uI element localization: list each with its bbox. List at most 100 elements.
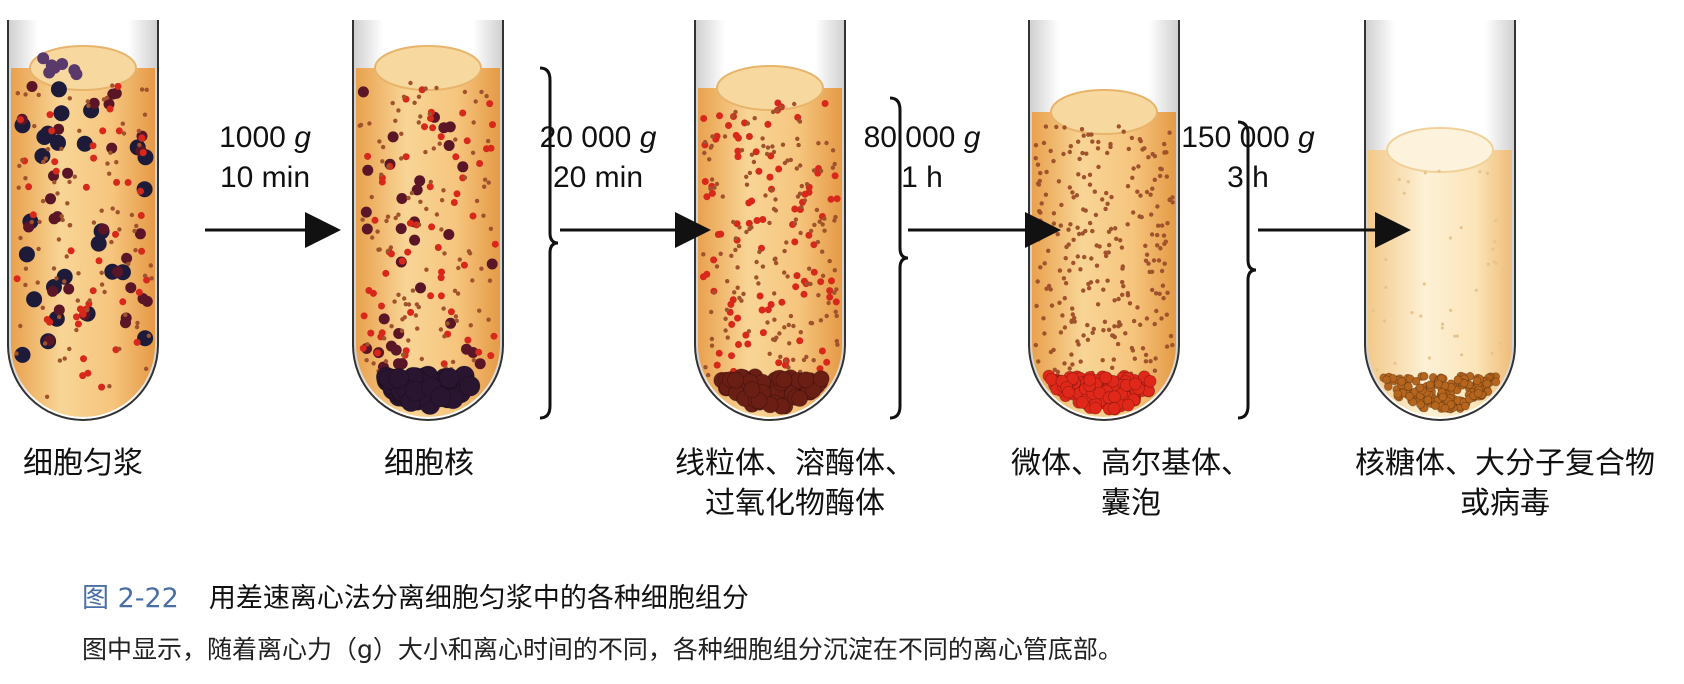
particle — [1035, 162, 1041, 167]
particle — [766, 173, 774, 181]
particle — [1071, 260, 1076, 266]
particle — [1051, 347, 1056, 353]
particle — [772, 291, 777, 296]
particle — [1152, 177, 1158, 182]
particle — [46, 111, 54, 119]
particle — [29, 211, 37, 219]
particle — [1493, 240, 1497, 244]
particle — [399, 328, 405, 333]
particle — [1095, 302, 1101, 307]
particle — [1070, 190, 1075, 195]
particle — [832, 218, 837, 223]
particle — [725, 279, 730, 284]
figure-number: 图 2-22 — [82, 583, 179, 614]
particle — [802, 198, 808, 203]
particle — [402, 296, 407, 301]
particle — [36, 129, 53, 145]
pellet-particle — [1382, 375, 1391, 385]
particle — [471, 120, 476, 125]
particle — [1132, 356, 1138, 361]
particle — [67, 223, 73, 228]
particle — [1067, 366, 1072, 371]
particle — [1121, 129, 1126, 134]
liquid-surface — [1386, 127, 1494, 173]
particle — [1039, 201, 1044, 206]
particle — [450, 199, 458, 206]
particle — [786, 365, 791, 370]
particle — [753, 217, 761, 224]
particle — [139, 87, 145, 92]
particle — [117, 346, 122, 352]
particle — [1125, 184, 1131, 189]
particle — [760, 136, 765, 141]
particle — [1147, 269, 1152, 275]
particle — [52, 180, 57, 185]
particle — [808, 281, 813, 287]
particle — [1033, 156, 1038, 161]
particle — [778, 298, 786, 306]
particle — [1129, 135, 1135, 141]
particle — [37, 219, 42, 225]
particle — [124, 179, 132, 186]
pellet-particle — [459, 375, 481, 397]
pellet-particle — [1405, 391, 1414, 401]
particle — [834, 338, 839, 344]
particle — [1486, 262, 1490, 266]
tube-liquid — [698, 88, 842, 417]
particle — [427, 111, 432, 117]
particle — [1036, 182, 1042, 187]
particle — [1062, 361, 1067, 366]
particle — [129, 212, 135, 218]
particle — [427, 114, 434, 122]
step-1-label: 1000 g 10 min — [205, 118, 325, 198]
particle — [765, 320, 770, 325]
particle — [490, 332, 498, 340]
particle — [371, 361, 376, 366]
particle — [1037, 178, 1043, 184]
particle — [460, 261, 468, 269]
particle — [764, 151, 770, 157]
particle — [86, 103, 91, 109]
pellet-particle — [743, 381, 761, 399]
pellet-particle — [727, 371, 744, 389]
particle — [1043, 192, 1049, 197]
particle — [796, 142, 801, 148]
particle — [1114, 236, 1119, 241]
particle — [773, 197, 778, 202]
supernatant-bracket-3 — [1237, 120, 1257, 420]
particle — [16, 185, 21, 190]
particle — [487, 144, 495, 152]
particle — [770, 109, 776, 115]
particle — [89, 287, 97, 295]
particle — [106, 105, 114, 113]
particle — [1068, 222, 1073, 227]
particle — [720, 194, 725, 199]
particle — [1081, 133, 1086, 138]
particle — [1118, 322, 1123, 327]
particle — [98, 223, 109, 235]
particle — [805, 231, 813, 239]
particle — [723, 316, 728, 321]
particle — [370, 235, 375, 240]
particle — [393, 215, 398, 221]
particle — [1115, 341, 1121, 347]
particle — [44, 394, 50, 399]
particle — [754, 259, 759, 265]
particle — [447, 308, 455, 316]
particle — [138, 247, 146, 255]
particle — [1108, 144, 1113, 150]
particle — [708, 145, 713, 150]
particle — [1103, 250, 1108, 255]
particle — [1402, 191, 1406, 195]
particle — [1460, 353, 1464, 357]
step-3-time: 1 h — [901, 161, 943, 194]
particle — [113, 178, 121, 186]
particle — [137, 142, 142, 148]
particle — [1149, 212, 1154, 217]
particle — [1082, 254, 1087, 260]
particle — [59, 214, 64, 219]
particle — [108, 150, 113, 155]
particle — [56, 237, 62, 242]
pellet-particle — [1107, 402, 1121, 415]
particle — [374, 349, 381, 357]
